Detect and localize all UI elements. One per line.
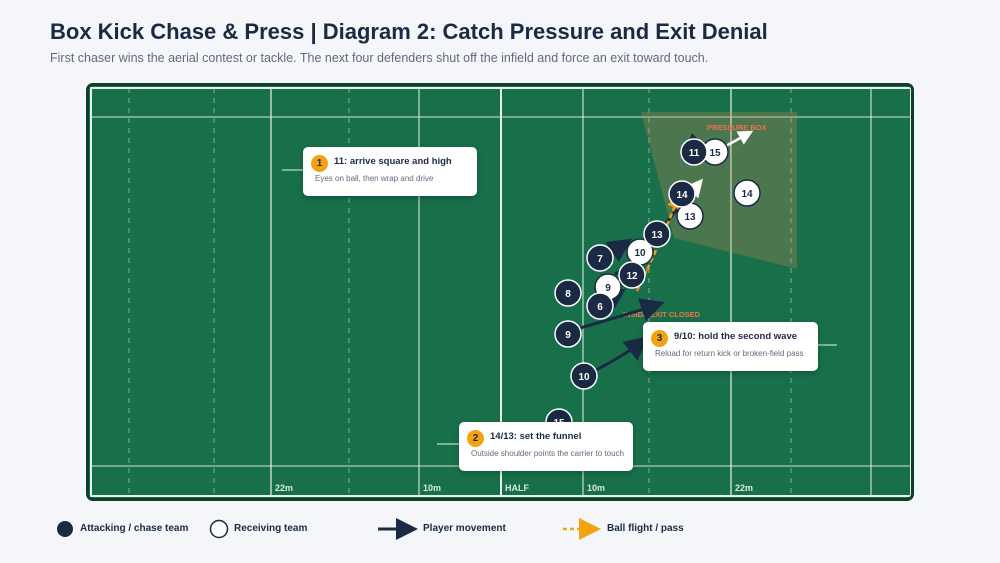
callout-card-1: 1 11: arrive square and high Eyes on bal… [303,147,477,196]
callout-title-1: 11: arrive square and high [334,156,452,167]
svg-text:13: 13 [684,212,696,223]
svg-text:12: 12 [626,271,638,282]
pitch: 22m 10m HALF 10m 22m PRESSURE BOX INSIDE… [86,83,914,501]
callout-badge-3: 3 [651,330,668,347]
svg-text:9: 9 [605,283,611,294]
legend-receiving-label: Receiving team [234,523,308,534]
legend-ball: Ball flight / pass [563,517,723,541]
ball-arrow-icon [563,518,601,540]
svg-text:15: 15 [709,148,721,159]
legend-attacking-label: Attacking / chase team [80,523,189,534]
attacking-player: 7 [586,244,614,272]
attacking-player: 6 [586,292,614,320]
attacking-player: 9 [554,320,582,348]
attacking-player: 14 [668,180,696,208]
label-22m-left: 22m [275,483,293,493]
callout-badge-2: 2 [467,430,484,447]
page-title: Box Kick Chase & Press | Diagram 2: Catc… [50,19,768,44]
svg-text:13: 13 [651,230,663,241]
attacking-player: 11 [680,138,708,166]
pressure-box [641,112,797,269]
legend-movement: Player movement [378,517,538,541]
legend-movement-label: Player movement [423,523,506,534]
label-half: HALF [505,483,529,493]
dashed-guides [128,88,792,496]
label-22m-right: 22m [735,483,753,493]
svg-text:7: 7 [597,254,603,265]
svg-text:14: 14 [741,189,753,200]
svg-text:8: 8 [565,289,571,300]
attacking-dot-icon [57,521,73,537]
callout-title-2: 14/13: set the funnel [490,431,582,442]
receiving-player: 14 [733,179,761,207]
callout-text-3: Reload for return kick or broken-field p… [655,349,804,358]
callout-title-3: 9/10: hold the second wave [674,331,798,342]
svg-text:10: 10 [578,372,590,383]
attacking-player: 10 [570,362,598,390]
ball-flight-inner [636,265,650,292]
callout-card-2: 2 14/13: set the funnel Outside shoulder… [459,422,633,471]
svg-text:10: 10 [634,248,646,259]
callout-card-3: 3 9/10: hold the second wave Reload for … [643,322,818,371]
attacking-player: 12 [618,261,646,289]
legend-attacking: Attacking / chase team [56,517,216,541]
legend-ball-label: Ball flight / pass [607,523,684,534]
callout-text-2: Outside shoulder points the carrier to t… [471,449,624,458]
attacking-players: 11 14 13 7 12 8 6 9 10 15 [545,138,708,436]
attacking-player: 8 [554,279,582,307]
pressure-box-label: PRESSURE BOX [707,123,767,132]
receiving-dot-icon [209,519,229,539]
label-10m-right: 10m [587,483,605,493]
svg-text:14: 14 [676,190,688,201]
svg-text:11: 11 [689,148,700,159]
movement-arrow-icon [378,518,418,540]
callout-badge-1: 1 [311,155,328,172]
svg-text:6: 6 [597,302,603,313]
callout-text-1: Eyes on ball, then wrap and drive [315,174,434,183]
page-subtitle: First chaser wins the aerial contest or … [50,51,709,65]
attacking-player: 13 [643,220,671,248]
label-10m-left: 10m [423,483,441,493]
pitch-diagram: 22m 10m HALF 10m 22m PRESSURE BOX INSIDE… [90,87,911,497]
svg-text:9: 9 [565,330,571,341]
receiving-players: 15 14 13 10 9 [594,138,761,301]
legend-receiving: Receiving team [209,517,329,541]
receiving-player: 13 [676,202,704,230]
